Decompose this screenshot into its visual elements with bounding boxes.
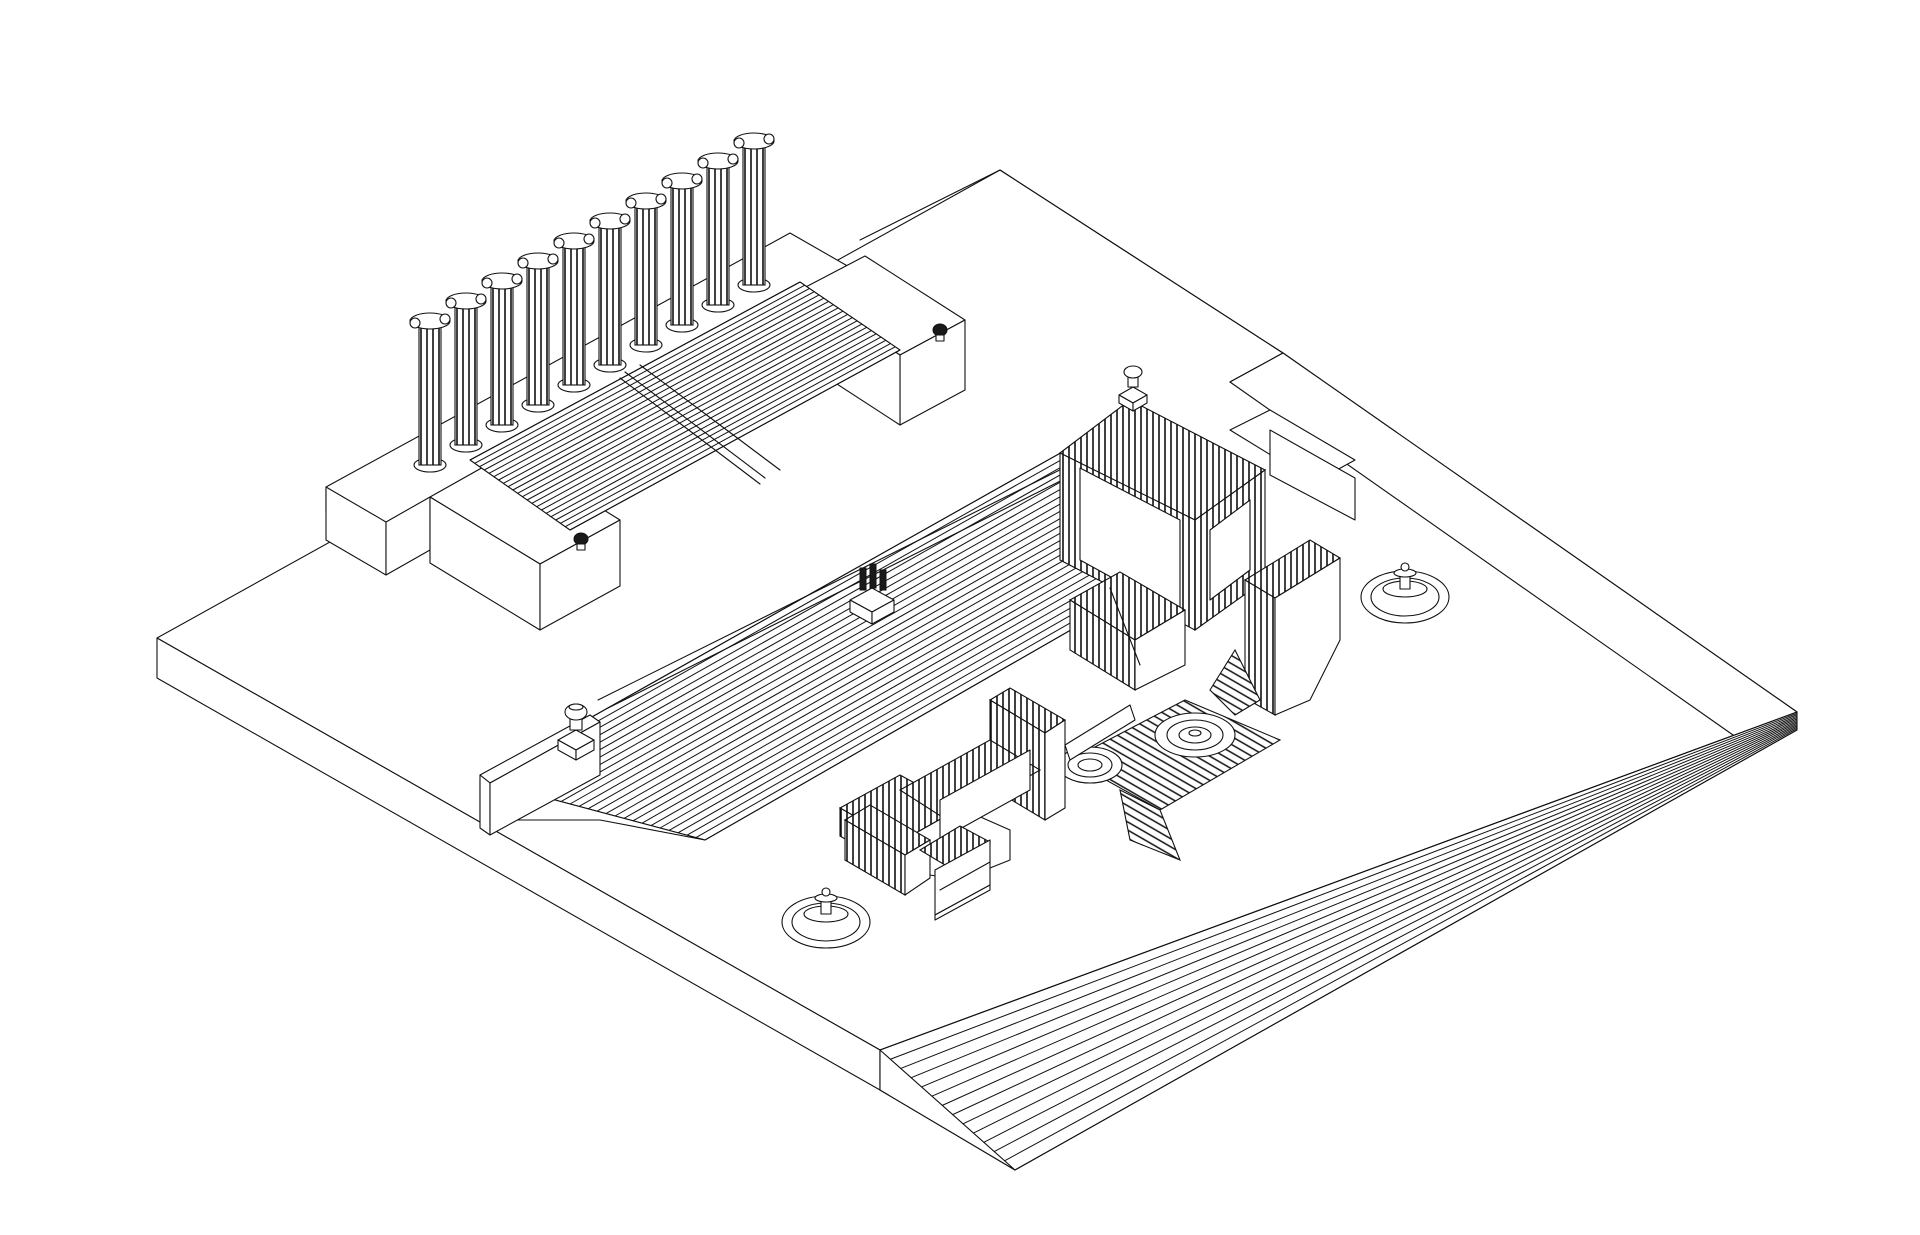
central-step <box>578 480 1153 807</box>
ramp-step <box>1004 728 1798 1162</box>
grand-step <box>545 333 877 514</box>
ramp-step <box>983 725 1798 1143</box>
ramp-step <box>993 726 1798 1152</box>
column <box>481 272 523 433</box>
grand-step <box>479 288 810 468</box>
sculpture <box>849 563 895 625</box>
fountain <box>1360 562 1450 624</box>
grand-step <box>474 284 805 464</box>
column <box>625 192 667 353</box>
column <box>517 252 559 413</box>
urn <box>1118 365 1148 412</box>
urn <box>932 323 948 342</box>
grand-step <box>555 339 886 521</box>
ramp-step <box>942 719 1798 1106</box>
ramp-step <box>931 718 1798 1097</box>
ramp-step <box>900 714 1798 1069</box>
ramp-step <box>910 715 1798 1079</box>
column <box>733 132 775 293</box>
grand-step <box>488 294 820 474</box>
central-step <box>524 459 1114 793</box>
grand-step <box>569 349 901 531</box>
grand-step <box>531 323 863 504</box>
grand-step <box>512 310 844 491</box>
ramp-step <box>921 717 1798 1088</box>
right-ramp <box>879 711 1798 1171</box>
grand-step <box>564 346 896 528</box>
fountain <box>781 887 871 949</box>
grand-step <box>469 281 801 461</box>
column <box>661 172 703 333</box>
central-step <box>506 452 1101 788</box>
grand-step <box>526 320 858 501</box>
ramp-step <box>879 711 1798 1051</box>
ramp-step <box>962 722 1798 1125</box>
central-step <box>551 469 1134 800</box>
ramp-step <box>973 724 1798 1134</box>
urn <box>557 703 595 761</box>
central-step <box>560 473 1140 803</box>
column <box>409 312 451 473</box>
ramp-step <box>952 721 1798 1116</box>
grand-step <box>536 326 867 508</box>
grand-step <box>498 300 829 481</box>
column <box>589 212 631 373</box>
central-step <box>569 476 1147 805</box>
grand-step <box>541 330 872 511</box>
central-step <box>533 462 1120 795</box>
urn <box>573 532 589 551</box>
column <box>445 292 487 453</box>
ramp-step <box>1014 729 1798 1171</box>
colonnade <box>409 132 775 473</box>
grand-stair <box>469 281 901 531</box>
sculptural-object <box>838 399 1356 921</box>
column <box>553 232 595 393</box>
grand-step <box>493 297 825 478</box>
grand-step <box>560 343 891 524</box>
grand-step <box>517 313 848 494</box>
grand-step <box>507 307 839 488</box>
grand-step <box>503 304 834 484</box>
central-step <box>515 455 1107 791</box>
grand-step <box>522 317 853 498</box>
grand-step <box>550 336 882 518</box>
column <box>697 152 739 313</box>
ramp-step <box>890 712 1798 1060</box>
grand-step <box>484 291 815 471</box>
central-step <box>542 466 1127 798</box>
